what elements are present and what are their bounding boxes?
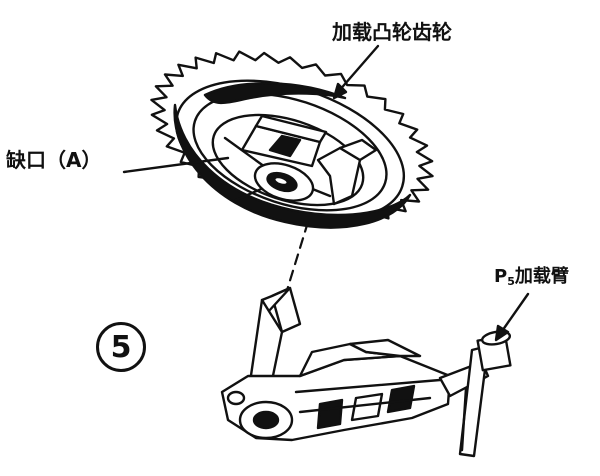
arm-window: [350, 392, 384, 422]
arm-rib: [298, 396, 432, 414]
arm-label-prefix: P: [494, 266, 508, 287]
arm-label-subscript: 5: [507, 275, 515, 288]
gear-ring-outer: [192, 92, 388, 212]
step-number-badge: 5: [96, 322, 146, 372]
alignment-dashed-line: [282, 220, 310, 302]
gear-rim-shadow: [173, 103, 412, 229]
loading-arm-label: P5加载臂: [494, 266, 569, 288]
leader-arm: [498, 292, 530, 336]
arm-rib: [294, 378, 442, 394]
loading-arm: [220, 286, 512, 458]
leader-cam-gear-arrowhead: [332, 82, 348, 100]
arm-window: [386, 384, 416, 414]
cam-lobe-face: [338, 138, 378, 162]
arm-label-name: 加载臂: [514, 266, 569, 287]
cam-gear: [150, 50, 434, 229]
arm-window: [316, 398, 344, 430]
leaders: [122, 44, 530, 342]
leader-notch: [122, 156, 230, 174]
arm-pin-highlight: [460, 386, 468, 452]
leader-cam-gear: [336, 44, 380, 94]
notch-a-slot: [268, 134, 302, 158]
notch-label: 缺口（A）: [6, 148, 102, 172]
arm-pivot-hole: [252, 410, 280, 430]
leader-arm-arrowhead: [494, 324, 510, 342]
notch-a-side: [254, 114, 328, 144]
arm-hook-hole: [226, 390, 246, 406]
gear-face-shade: [203, 82, 347, 105]
cam-gear-label: 加载凸轮齿轮: [332, 20, 452, 44]
gear-hub-hole: [273, 175, 289, 187]
arm-block-front: [348, 338, 422, 358]
